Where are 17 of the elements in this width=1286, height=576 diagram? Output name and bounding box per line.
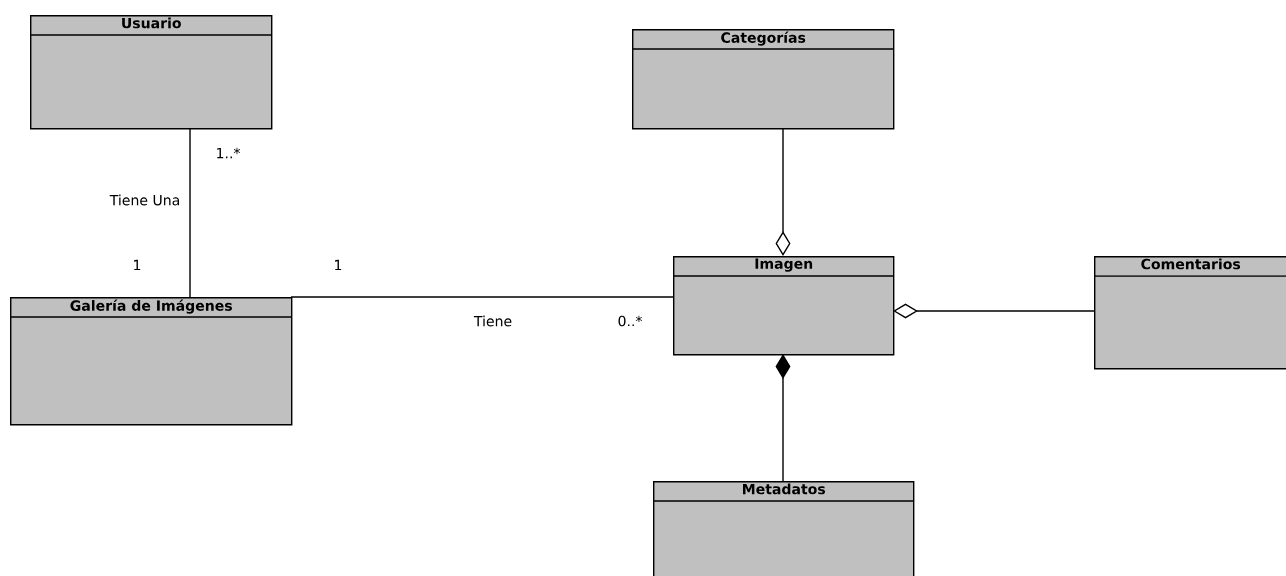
class-box: Usuario: [29, 15, 273, 130]
multiplicity-label: 0..*: [618, 315, 643, 327]
class-box: Categorías: [631, 29, 895, 130]
association-line: [189, 127, 191, 298]
multiplicity-label: 1: [134, 259, 141, 271]
association-line: [775, 127, 791, 256]
edge-label: Tiene: [472, 313, 514, 329]
association-line: [775, 354, 791, 482]
class-box: Imagen: [672, 256, 895, 356]
multiplicity-label: 1: [335, 259, 342, 271]
edge-label: Tiene Una: [108, 192, 183, 208]
class-box: Comentarios: [1093, 256, 1286, 370]
class-box: Galería de Imágenes: [9, 297, 293, 426]
association-line: [290, 296, 674, 298]
class-box: Metadatos: [652, 481, 915, 576]
association-line: [893, 303, 1095, 319]
multiplicity-label: 1..*: [217, 147, 241, 159]
